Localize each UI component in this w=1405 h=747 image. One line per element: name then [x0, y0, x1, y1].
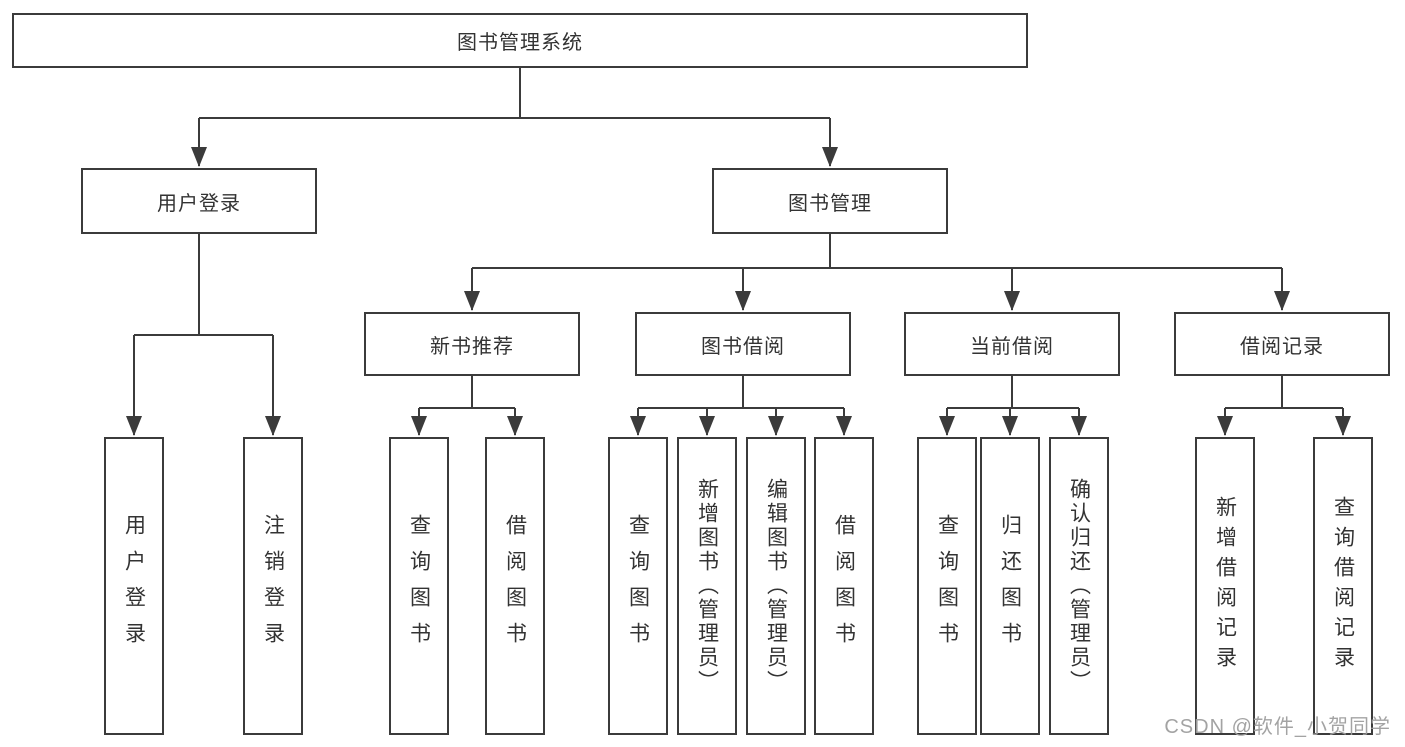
watermark: CSDN @软件_小贺同学: [1164, 716, 1391, 738]
node-new-book-recommendation: 新书推荐: [364, 312, 580, 376]
leaf-borrow-books: 借阅图书: [814, 437, 874, 735]
leaf-user-login: 用户登录: [104, 437, 164, 735]
leaf-query-books-current: 查询图书: [917, 437, 977, 735]
node-book-management: 图书管理: [712, 168, 948, 234]
node-user-login: 用户登录: [81, 168, 317, 234]
node-borrowing-records: 借阅记录: [1174, 312, 1390, 376]
leaf-confirm-return-admin: 确认归还（管理员）: [1049, 437, 1109, 735]
node-library-management-system: 图书管理系统: [12, 13, 1028, 68]
leaf-query-books-recommend: 查询图书: [389, 437, 449, 735]
leaf-query-books-borrow: 查询图书: [608, 437, 668, 735]
leaf-query-borrow-record: 查询借阅记录: [1313, 437, 1373, 735]
leaf-add-borrow-record: 新增借阅记录: [1195, 437, 1255, 735]
leaf-logout-login: 注销登录: [243, 437, 303, 735]
leaf-edit-books-admin: 编辑图书（管理员）: [746, 437, 806, 735]
leaf-borrow-books-recommend: 借阅图书: [485, 437, 545, 735]
leaf-return-books: 归还图书: [980, 437, 1040, 735]
node-book-borrowing: 图书借阅: [635, 312, 851, 376]
node-current-borrowing: 当前借阅: [904, 312, 1120, 376]
leaf-add-books-admin: 新增图书（管理员）: [677, 437, 737, 735]
